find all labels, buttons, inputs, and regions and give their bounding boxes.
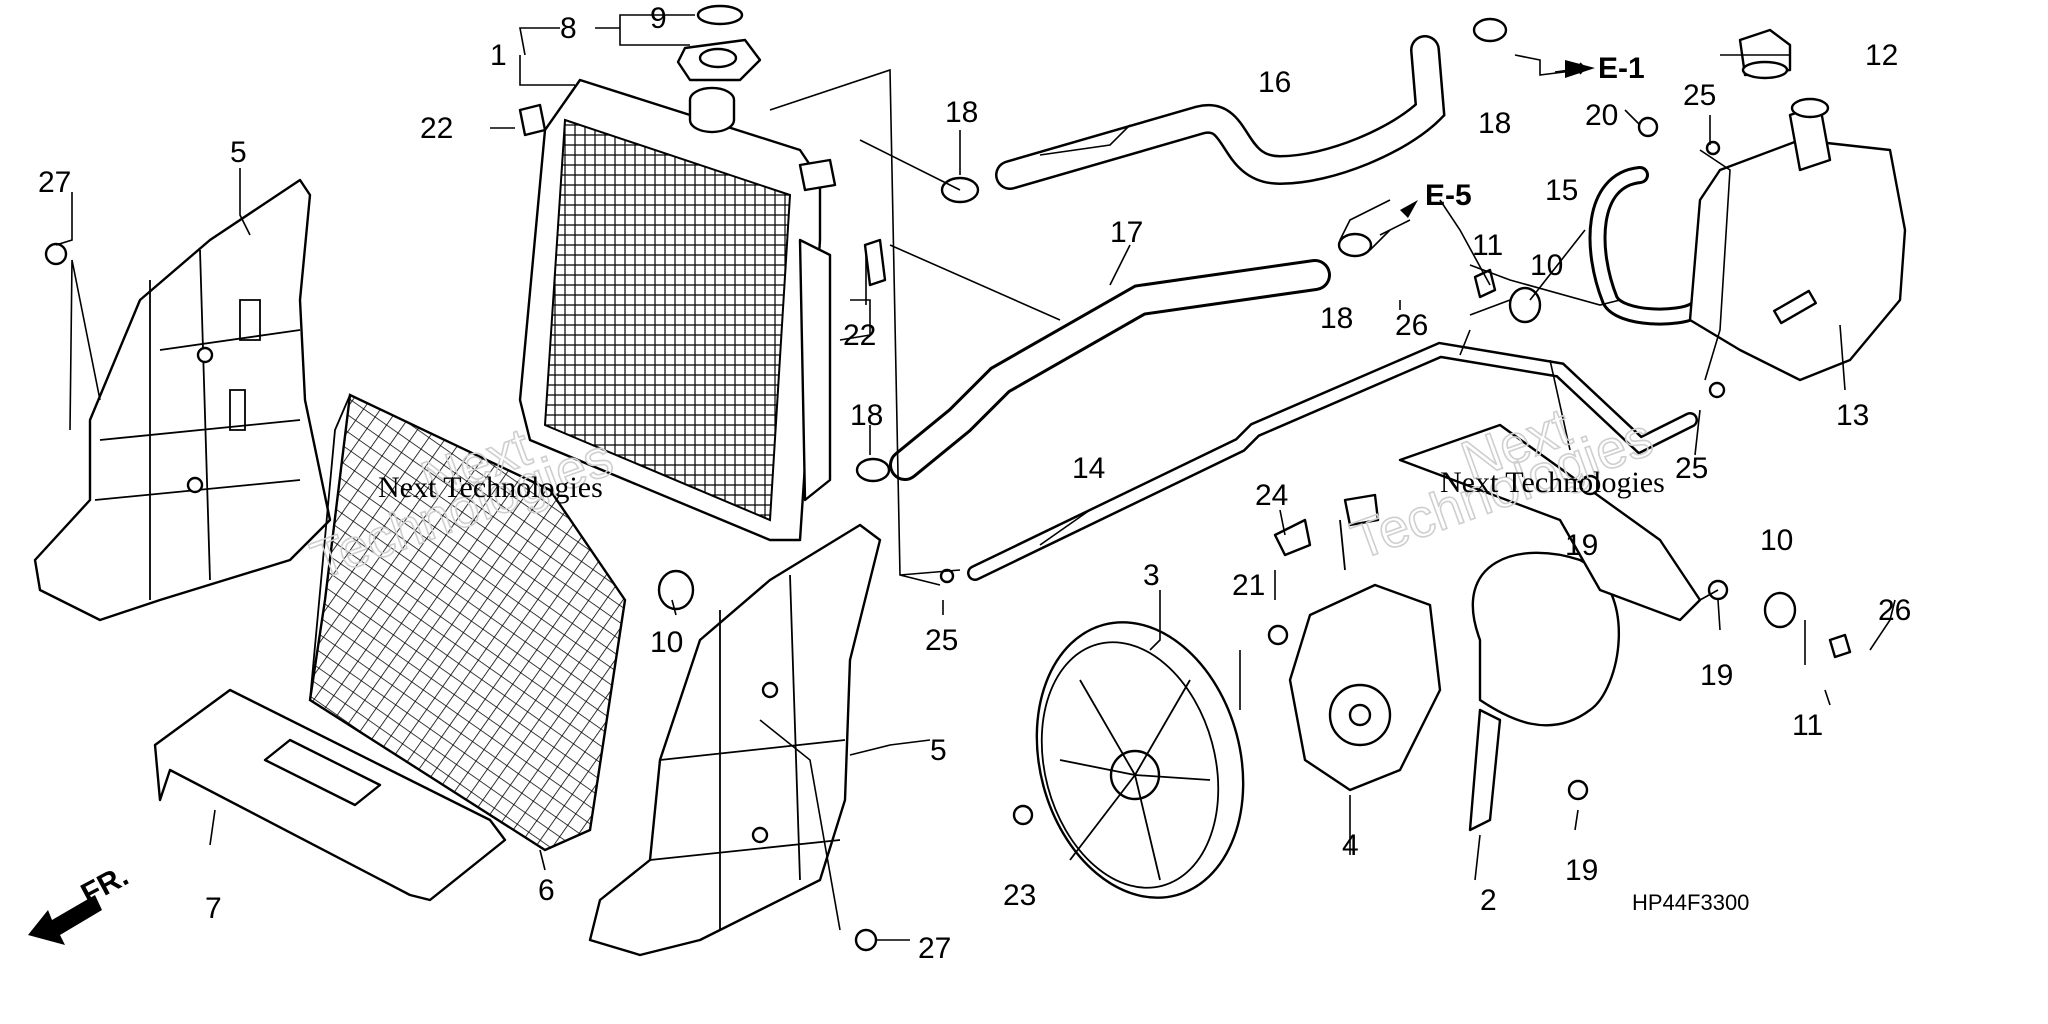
- lower-hose-part: [889, 259, 1331, 481]
- radiator-part: [518, 78, 837, 542]
- callout-14: 14: [1072, 452, 1105, 485]
- drawing-code-label: HP44F3300: [1632, 890, 1749, 915]
- callout-10-top: 10: [1530, 249, 1563, 282]
- callout-26-top: 26: [1395, 309, 1428, 342]
- fan-motor-part: [1288, 519, 1442, 792]
- callout-23: 23: [1003, 879, 1036, 912]
- reserve-tank-cap-part: [1738, 28, 1792, 80]
- callout-22-a: 22: [420, 112, 453, 145]
- fan-bracket-part: [1398, 423, 1702, 832]
- callout-27-left: 27: [38, 166, 71, 199]
- callout-11-bottom: 11: [1792, 709, 1823, 742]
- callout-21: 21: [1232, 569, 1265, 602]
- callout-7: 7: [205, 892, 222, 925]
- reserve-tank-part: [1688, 97, 1907, 382]
- left-shroud-part: [33, 178, 332, 622]
- callout-26-right: 26: [1878, 594, 1911, 627]
- fasteners-group: [44, 17, 1852, 952]
- callout-18-a: 18: [945, 96, 978, 129]
- callout-25-mid: 25: [925, 624, 958, 657]
- callout-18-c: 18: [1320, 302, 1353, 335]
- radiator-cap-part: [676, 4, 762, 82]
- reserve-tube-part: [1588, 166, 1704, 326]
- callout-labels: 1 2 3 4 5 5 6 7 8 9 10 10 10 11 11 12 13…: [38, 2, 1911, 965]
- callout-6: 6: [538, 874, 555, 907]
- callout-22-b: 22: [843, 319, 876, 352]
- callout-5-right: 5: [930, 734, 947, 767]
- callout-11-top: 11: [1472, 229, 1503, 262]
- callout-9: 9: [650, 2, 667, 35]
- reference-labels: E-1 E-5: [1425, 52, 1645, 212]
- callout-5-left: 5: [230, 136, 247, 169]
- front-direction-arrow-icon: [28, 895, 102, 945]
- callout-12: 12: [1865, 39, 1898, 72]
- leader-lines: [55, 14, 1896, 941]
- upper-hose-part: [995, 35, 1446, 190]
- callout-8: 8: [560, 12, 577, 45]
- callout-27-bottom: 27: [918, 932, 951, 965]
- right-shroud-part: [588, 523, 882, 957]
- callout-2: 2: [1480, 884, 1497, 917]
- reference-e1: E-1: [1598, 52, 1645, 85]
- callout-24: 24: [1255, 479, 1288, 512]
- callout-17: 17: [1110, 216, 1143, 249]
- callout-16: 16: [1258, 66, 1291, 99]
- callout-19-a: 19: [1565, 529, 1598, 562]
- callout-10-mid: 10: [650, 626, 683, 659]
- radiator-screen-part: [308, 393, 627, 852]
- callout-19-c: 19: [1565, 854, 1598, 887]
- reference-e5: E-5: [1425, 179, 1472, 212]
- callout-20: 20: [1585, 99, 1618, 132]
- overflow-tube-part: [967, 341, 1698, 581]
- callout-3: 3: [1143, 559, 1160, 592]
- reference-arrows: [1379, 60, 1595, 236]
- callout-19-b: 19: [1700, 659, 1733, 692]
- callout-18-d: 18: [850, 399, 883, 432]
- callout-13: 13: [1836, 399, 1869, 432]
- callout-4: 4: [1342, 829, 1359, 862]
- callout-10-right: 10: [1760, 524, 1793, 557]
- bottom-plate-part: [153, 688, 507, 902]
- watermark-small-left: Next Technologies: [378, 471, 603, 504]
- callout-18-b: 18: [1478, 107, 1511, 140]
- callout-15: 15: [1545, 174, 1578, 207]
- callout-1: 1: [490, 39, 507, 72]
- callout-25-right: 25: [1675, 452, 1708, 485]
- callout-25-top: 25: [1683, 79, 1716, 112]
- cooling-fan-part: [1035, 621, 1245, 899]
- watermark-small-right: Next Technologies: [1440, 466, 1665, 499]
